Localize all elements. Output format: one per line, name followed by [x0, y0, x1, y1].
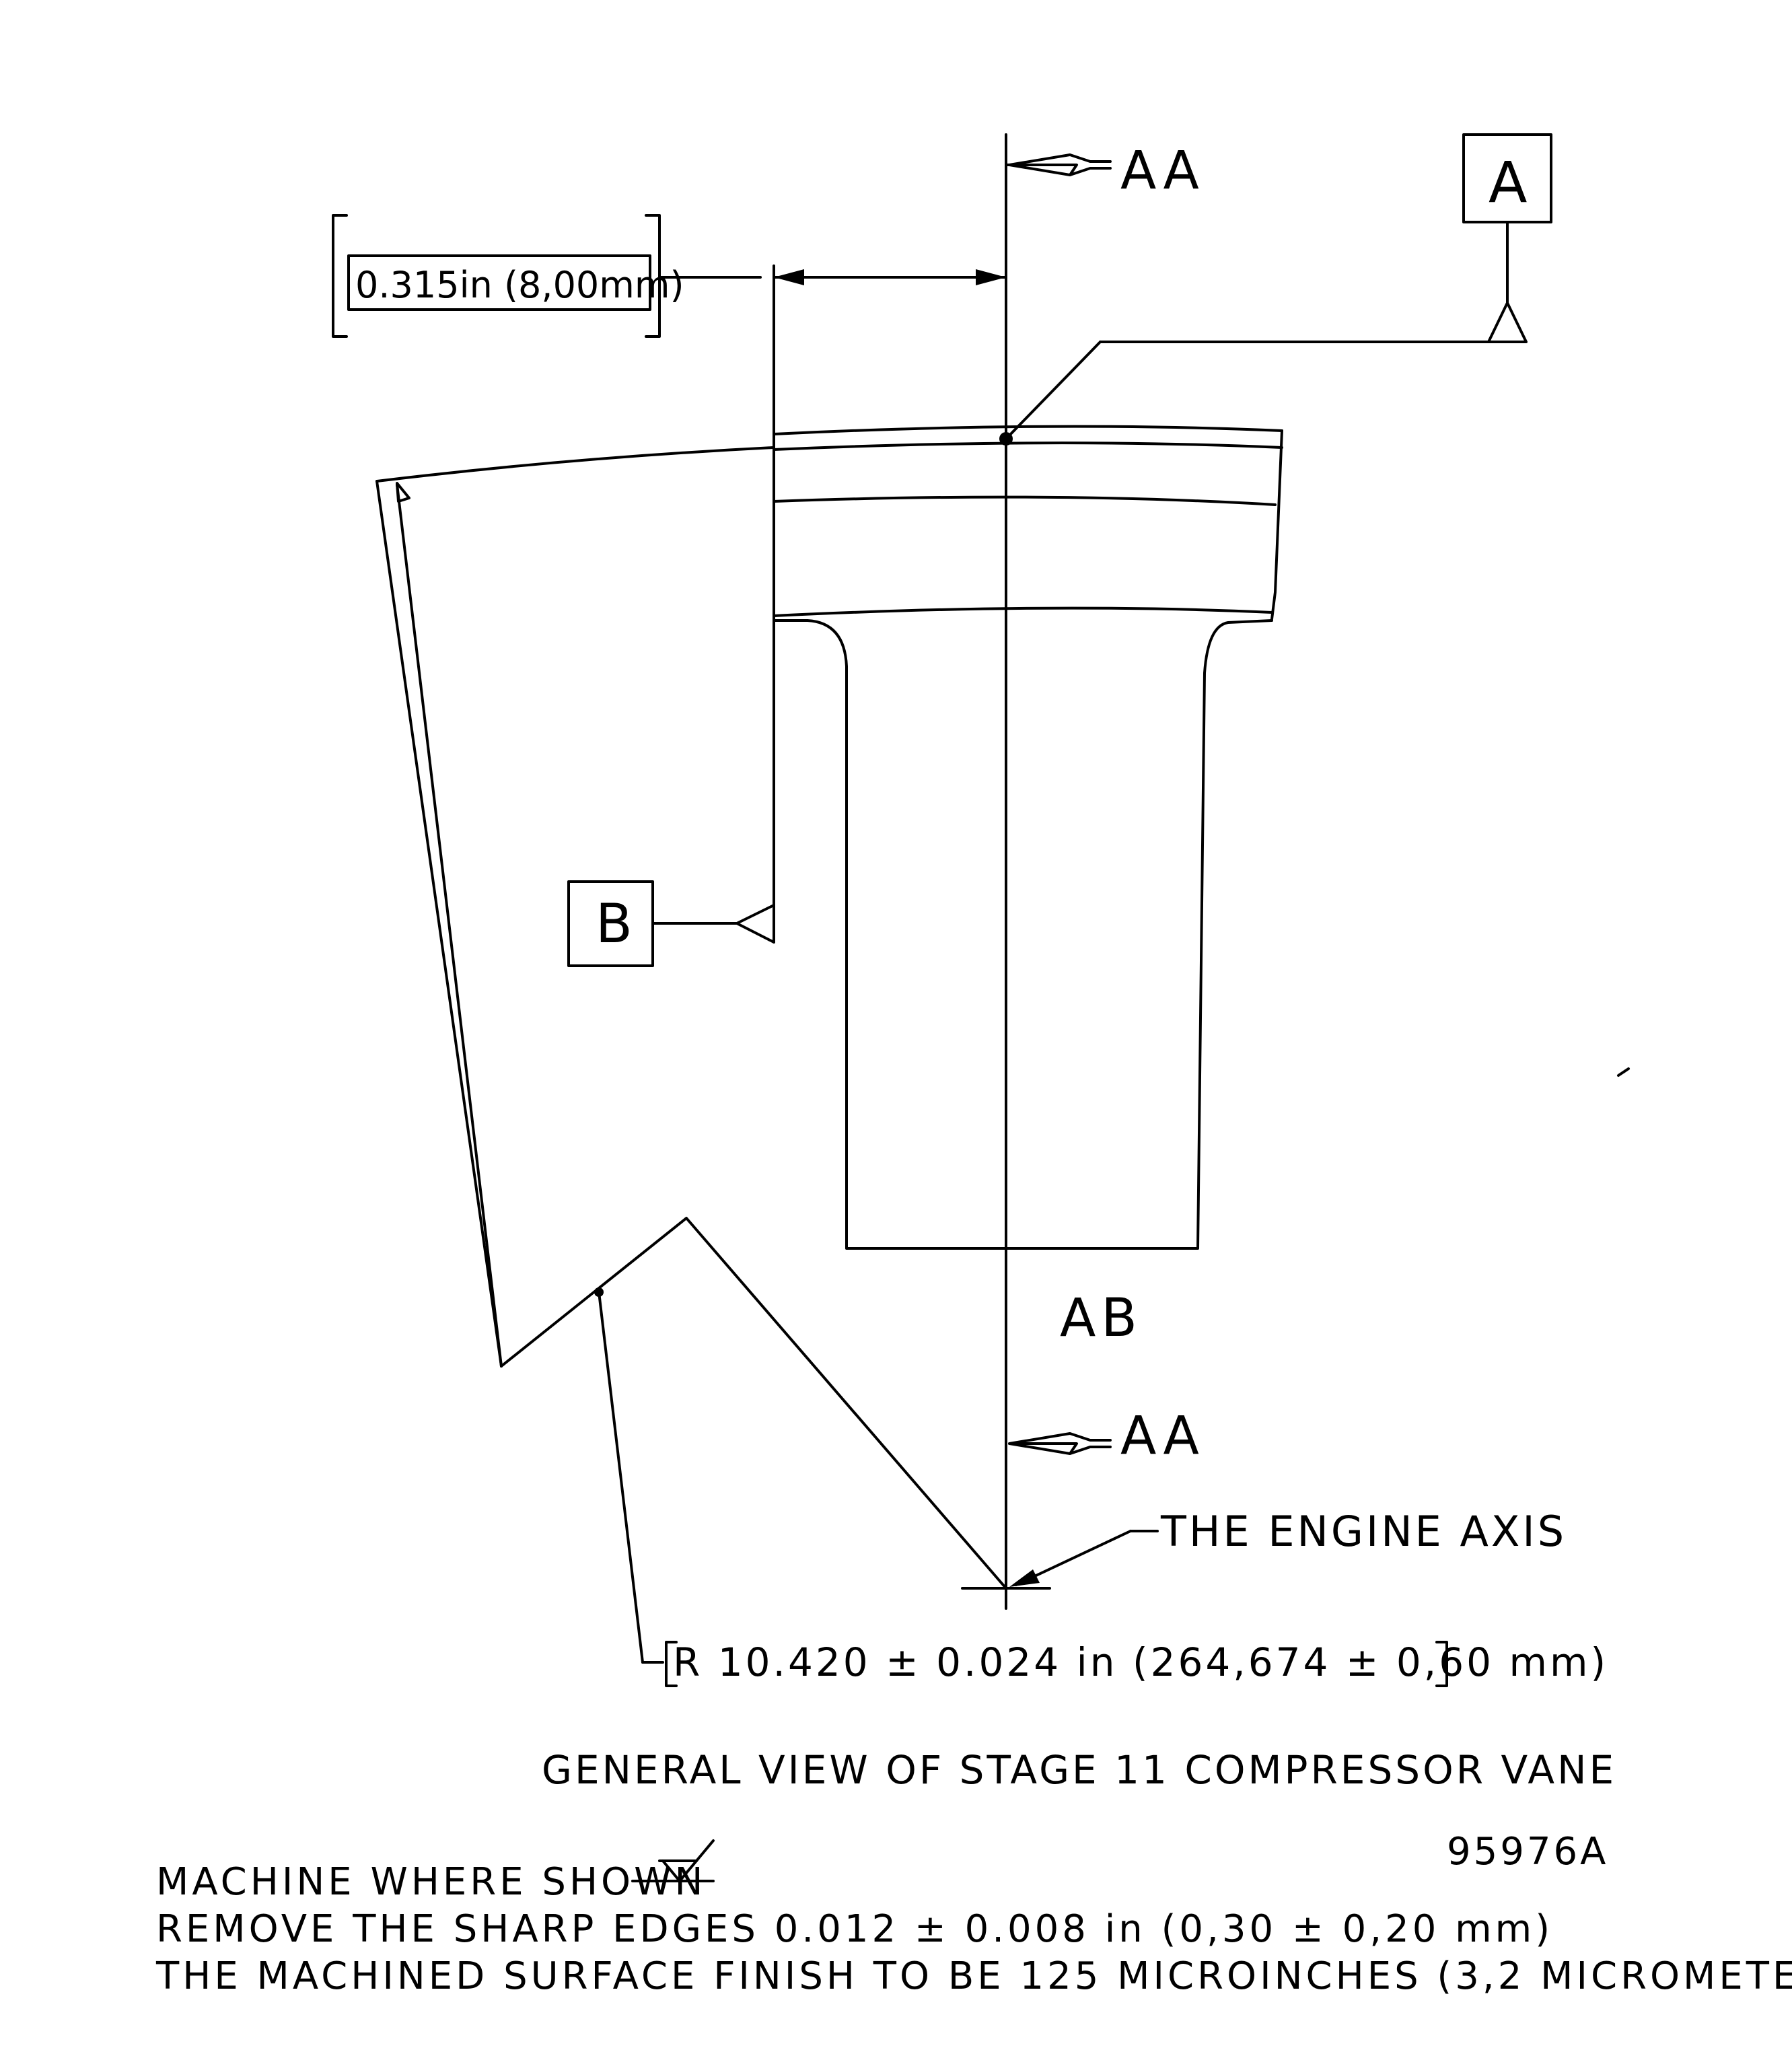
note-machine: MACHINE WHERE SHOWN: [156, 1860, 706, 1904]
dimension-offset-text: 0.315in (8,00mm): [355, 264, 684, 306]
stray-mark: [1617, 1067, 1630, 1077]
datum-a: A: [999, 133, 1552, 446]
datum-b: B: [567, 880, 775, 967]
section-label-top: AA: [1120, 141, 1205, 201]
note-sharp-edges: REMOVE THE SHARP EDGES 0.012 ± 0.008 in …: [156, 1907, 1553, 1951]
radius-dimension: R 10.420 ± 0.024 in (264,674 ± 0,60 mm): [594, 1287, 1608, 1687]
vane-airfoil: [773, 619, 1273, 1250]
figure-number: 95976A: [1447, 1830, 1608, 1874]
notes: MACHINE WHERE SHOWN REMOVE THE SHARP EDG…: [155, 1839, 1792, 1998]
datum-a-label: A: [1489, 149, 1527, 215]
section-mark-bottom: AA: [1005, 1406, 1205, 1466]
vane-platform: [773, 425, 1283, 624]
view-label: AB: [1060, 1288, 1143, 1349]
sector-outline: [375, 446, 1051, 1590]
figure-caption: GENERAL VIEW OF STAGE 11 COMPRESSOR VANE: [542, 1747, 1616, 1793]
section-mark-top: AA: [1005, 141, 1205, 201]
datum-b-label: B: [596, 892, 633, 955]
radius-dimension-text: R 10.420 ± 0.024 in (264,674 ± 0,60 mm): [673, 1639, 1608, 1685]
dimension-offset: 0.315in (8,00mm): [332, 214, 1007, 944]
section-label-bottom: AA: [1120, 1406, 1205, 1466]
engine-axis-callout: THE ENGINE AXIS: [1009, 1507, 1567, 1587]
machining-symbol-icon: [631, 1839, 715, 1882]
note-surface-finish: THE MACHINED SURFACE FINISH TO BE 125 MI…: [155, 1954, 1792, 1998]
engine-axis-label: THE ENGINE AXIS: [1160, 1507, 1567, 1556]
